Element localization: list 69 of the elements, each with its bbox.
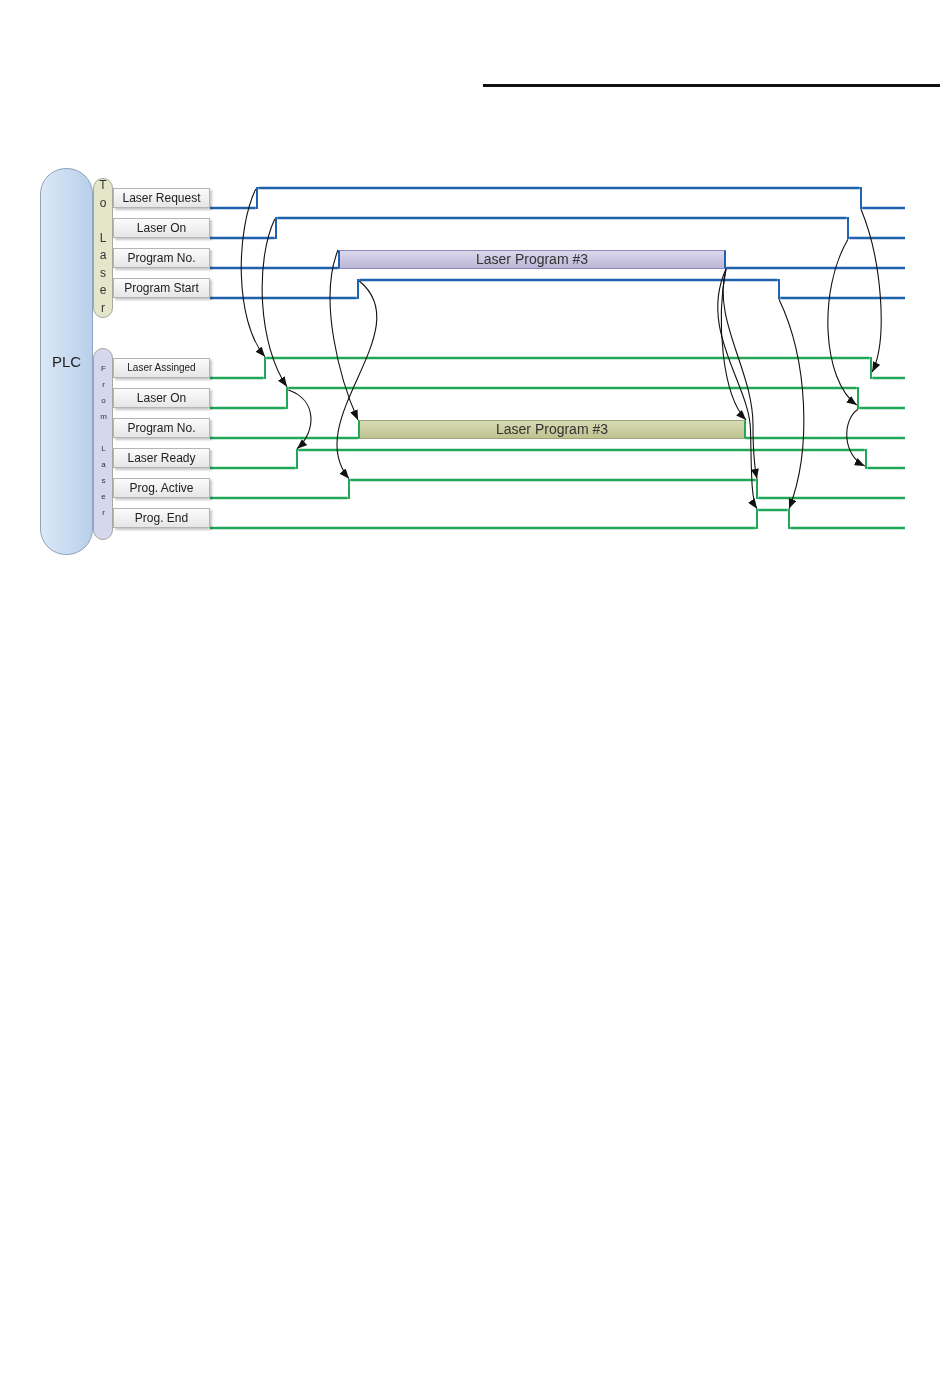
- signal-line: [350, 478, 756, 482]
- arrow: [778, 298, 805, 510]
- signal-line: [862, 206, 905, 210]
- signal-line: [859, 406, 905, 410]
- signal-line: [758, 496, 905, 500]
- signal-line: [210, 206, 256, 210]
- transition-step: [255, 186, 259, 210]
- signal-line: [210, 296, 357, 300]
- transition-step: [295, 448, 299, 470]
- arrow: [240, 188, 266, 358]
- arrow: [717, 268, 758, 510]
- data-bar: Laser Program #3: [338, 250, 726, 269]
- signal-line: [790, 526, 905, 530]
- signal-line: [758, 508, 788, 512]
- transition-step: [274, 216, 278, 240]
- signal-line: [780, 296, 905, 300]
- transition-step: [755, 508, 759, 530]
- transition-step: [856, 386, 860, 410]
- arrow: [261, 218, 288, 388]
- group-band: To Laser: [93, 178, 113, 318]
- signal-line: [210, 526, 756, 530]
- controller-band: PLC: [40, 168, 93, 555]
- signal-line: [210, 376, 264, 380]
- signal-line: [726, 266, 905, 270]
- signal-line: [867, 466, 905, 470]
- data-bar: Laser Program #3: [358, 420, 746, 439]
- transition-step: [859, 186, 863, 210]
- signal-label: Program No.: [113, 248, 210, 268]
- signal-line: [288, 386, 857, 390]
- signal-line: [298, 448, 865, 452]
- arrow: [336, 280, 377, 480]
- signal-label: Prog. End: [113, 508, 210, 528]
- transition-step: [263, 356, 267, 380]
- group-band: From Laser: [93, 348, 113, 540]
- signal-line: [277, 216, 847, 220]
- transition-step: [285, 386, 289, 410]
- signal-line: [210, 496, 348, 500]
- transition-step: [347, 478, 351, 500]
- arrow: [329, 249, 359, 421]
- signal-label: Program Start: [113, 278, 210, 298]
- signal-line: [359, 278, 778, 282]
- signal-line: [872, 376, 905, 380]
- signal-line: [210, 436, 358, 440]
- signal-line: [210, 236, 275, 240]
- transition-step: [787, 508, 791, 530]
- signal-line: [210, 466, 296, 470]
- arrow: [287, 389, 312, 450]
- transition-step: [777, 278, 781, 300]
- signal-label: Laser Assinged: [113, 358, 210, 378]
- signal-line: [266, 356, 870, 360]
- transition-step: [869, 356, 873, 380]
- transition-step: [846, 216, 850, 240]
- signal-label: Laser Ready: [113, 448, 210, 468]
- arrow: [860, 208, 882, 373]
- signal-line: [746, 436, 905, 440]
- transition-step: [356, 278, 360, 300]
- signal-line: [258, 186, 860, 190]
- signal-line: [849, 236, 905, 240]
- signal-label: Prog. Active: [113, 478, 210, 498]
- signal-label: Laser On: [113, 388, 210, 408]
- transition-step: [755, 478, 759, 500]
- signal-label: Laser On: [113, 218, 210, 238]
- arrow: [846, 408, 866, 467]
- signal-label: Laser Request: [113, 188, 210, 208]
- signal-line: [210, 406, 286, 410]
- transition-step: [864, 448, 868, 470]
- arrow: [827, 238, 858, 406]
- signal-line: [210, 266, 338, 270]
- signal-label: Program No.: [113, 418, 210, 438]
